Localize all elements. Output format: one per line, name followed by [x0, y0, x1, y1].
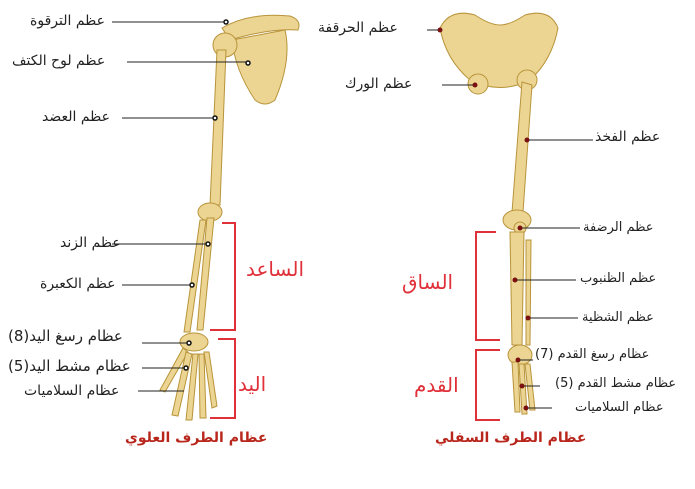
- label-fibula: عظم الشظية: [582, 310, 654, 325]
- region-hand: اليد: [238, 372, 267, 396]
- leader-lines: [112, 21, 593, 409]
- clavicle-bone: [221, 14, 300, 41]
- label-tibia: عظم الظنبوب: [580, 271, 657, 286]
- femur-bone: [511, 81, 533, 213]
- upper-limb-title: عظام الطرف العلوي: [125, 430, 268, 446]
- label-metatarsals: عظام مشط القدم (5): [555, 376, 677, 391]
- tibia-bone: [509, 231, 525, 346]
- label-tarsals: عظام رسغ القدم (7): [535, 347, 650, 362]
- label-scapula: عظم لوح الكتف: [12, 53, 106, 69]
- label-radius: عظم الكعبرة: [40, 276, 116, 292]
- label-foot-phalanges: عظام السلاميات: [575, 400, 664, 415]
- pelvis-bone: [439, 12, 559, 88]
- foot-bones: [511, 361, 536, 415]
- lower-limb-title: عظام الطرف السفلي: [435, 430, 587, 446]
- label-carpals: عظام رسغ اليد(8): [8, 327, 123, 345]
- region-brackets: [210, 222, 500, 421]
- label-clavicle: عظم الترقوة: [30, 13, 105, 29]
- region-foot: القدم: [414, 373, 459, 397]
- label-ulna: عظم الزند: [60, 235, 121, 251]
- humerus-bone: [209, 49, 227, 206]
- label-hip: عظم الورك: [345, 76, 413, 92]
- label-metacarpals: عظام مشط اليد(5): [8, 357, 131, 375]
- fibula-bone: [525, 239, 532, 346]
- label-ilium: عظم الحرقفة: [318, 20, 398, 36]
- hand-bones: [159, 347, 218, 421]
- region-forearm: الساعد: [246, 257, 305, 281]
- label-hand-phalanges: عظام السلاميات: [24, 383, 120, 399]
- label-humerus: عظم العضد: [42, 109, 111, 125]
- radius-bone: [183, 219, 207, 333]
- label-patella: عظم الرضفة: [583, 220, 654, 235]
- label-femur: عظم الفخذ: [595, 129, 661, 145]
- region-leg: الساق: [402, 270, 454, 294]
- scapula-bone: [231, 29, 288, 105]
